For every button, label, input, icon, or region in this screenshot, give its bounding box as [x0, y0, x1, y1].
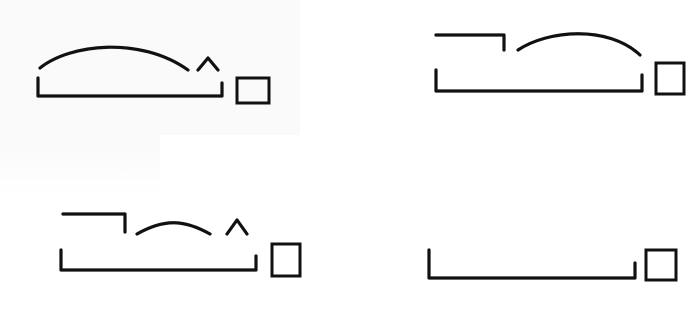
square-box: [656, 63, 684, 94]
bracket-line: [38, 78, 222, 96]
panel-top-right-drawing: [428, 25, 683, 100]
panel-bottom-left: [55, 202, 310, 287]
square-box: [646, 250, 676, 280]
panel-top-right: [428, 25, 683, 100]
caret-mark: [198, 58, 218, 70]
arch-line: [518, 34, 640, 55]
panel-top-left: [30, 36, 280, 106]
square-box: [237, 78, 269, 103]
bracket-line: [436, 70, 642, 91]
arch-line: [40, 47, 188, 70]
caret-mark: [227, 220, 247, 234]
panel-bottom-right: [421, 236, 686, 286]
arch-line: [137, 223, 210, 234]
bracket-line: [429, 250, 635, 278]
background-shade-fade: [0, 135, 160, 195]
bracket-line: [61, 250, 256, 270]
step-line: [63, 214, 125, 232]
panel-top-left-drawing: [30, 36, 280, 106]
panel-bottom-left-drawing: [55, 202, 310, 287]
panel-bottom-right-drawing: [421, 236, 686, 286]
step-line: [436, 35, 504, 50]
square-box: [272, 244, 300, 276]
